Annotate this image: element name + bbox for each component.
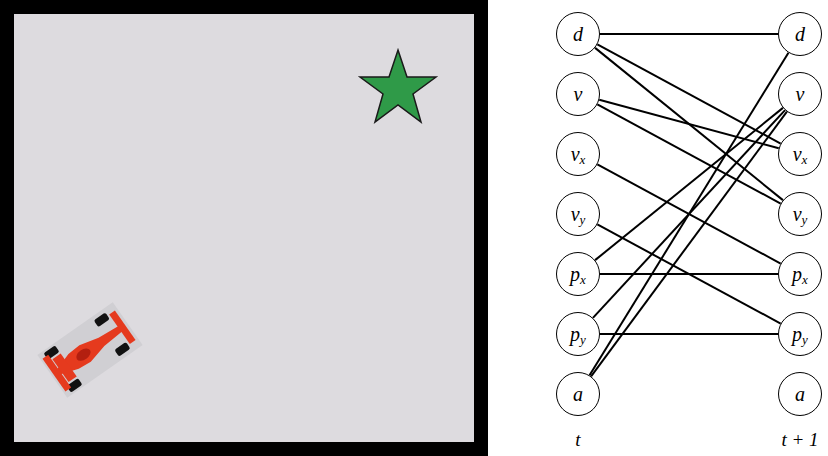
variable-circle: vy	[556, 192, 600, 236]
variable-name: v	[571, 204, 580, 224]
variable-name: p	[792, 264, 802, 284]
variable-subscript: y	[580, 333, 586, 346]
dependency-line	[595, 108, 783, 260]
variable-circle: d	[556, 12, 600, 56]
variable-circle: a	[778, 372, 822, 416]
variable-name: v	[793, 204, 802, 224]
dependency-line	[599, 100, 779, 149]
variable-name: p	[570, 264, 580, 284]
variable-name: a	[573, 384, 583, 404]
variable-name: v	[574, 84, 583, 104]
variable-circle: py	[778, 312, 822, 356]
track-border	[0, 0, 488, 456]
variable-circle: a	[556, 372, 600, 416]
variable-subscript: y	[802, 333, 808, 346]
dependency-line	[600, 33, 778, 35]
track-area	[14, 14, 474, 442]
dependency-line	[597, 104, 780, 203]
variable-circle: px	[556, 252, 600, 296]
variable-subscript: x	[580, 153, 586, 166]
variable-name: v	[796, 84, 805, 104]
variable-circle: vx	[778, 132, 822, 176]
variable-circle: py	[556, 312, 600, 356]
variable-subscript: x	[802, 153, 808, 166]
variable-name: p	[792, 324, 802, 344]
race-car	[37, 302, 142, 397]
time-slice-label: t	[575, 429, 580, 451]
dependency-line	[597, 224, 780, 323]
goal-star	[360, 50, 436, 122]
dependency-line	[595, 48, 783, 200]
variable-name: d	[795, 24, 805, 44]
dependency-line	[590, 53, 789, 376]
variable-name: v	[571, 144, 580, 164]
variable-name: a	[795, 384, 805, 404]
variable-circle: d	[778, 12, 822, 56]
variable-circle: v	[778, 72, 822, 116]
time-slice-label: t + 1	[781, 429, 818, 451]
variable-subscript: y	[802, 213, 808, 226]
dependency-line	[600, 333, 778, 335]
variable-circle: px	[778, 252, 822, 296]
dependency-line	[600, 273, 778, 275]
variable-circle: vy	[778, 192, 822, 236]
variable-subscript: x	[802, 273, 808, 286]
variable-name: p	[570, 324, 580, 344]
variable-subscript: x	[580, 273, 586, 286]
dependency-line	[591, 112, 787, 377]
variable-circle: vx	[556, 132, 600, 176]
variable-name: v	[793, 144, 802, 164]
variable-name: d	[573, 24, 583, 44]
variable-subscript: y	[580, 213, 586, 226]
dependency-line	[597, 44, 780, 143]
variable-circle: v	[556, 72, 600, 116]
